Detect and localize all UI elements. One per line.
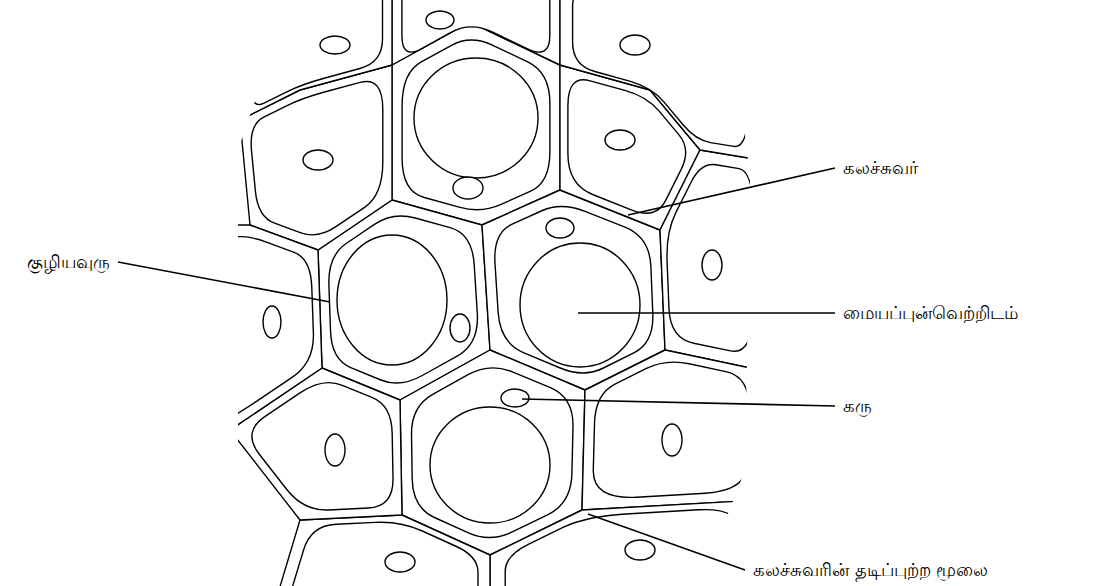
wall-inner-edge <box>573 0 749 147</box>
wall-inner-edge <box>411 368 573 538</box>
wall-inner-edge <box>402 0 550 52</box>
part-label: கலச்சுவரின் தடிப்புற்ற மூலை <box>753 559 988 582</box>
leader-line <box>578 312 835 314</box>
vacuole <box>430 407 550 523</box>
leader-line <box>628 168 835 215</box>
nucleus <box>625 540 655 560</box>
nucleus <box>501 389 529 407</box>
wall-inner-edge <box>251 81 383 234</box>
part-label: குழியவுரு <box>27 251 110 274</box>
wall-inner-edge <box>593 362 749 497</box>
wall-inner-edge <box>495 207 653 373</box>
wall-inner-edge <box>329 216 478 383</box>
nucleus <box>546 218 574 238</box>
nucleus <box>605 130 635 150</box>
wall-inner-edge <box>505 510 743 586</box>
leader-line <box>588 514 745 570</box>
nucleus <box>453 177 483 199</box>
leader-line <box>118 262 330 302</box>
wall-inner-edge <box>291 522 478 586</box>
wall-inner-edge <box>667 164 754 351</box>
nucleus <box>385 552 415 572</box>
cell-group <box>215 0 760 586</box>
wall-inner-edge <box>249 0 383 105</box>
nucleus <box>702 250 722 280</box>
part-label: மையப்புன்வெற்றிடம் <box>843 302 1018 325</box>
wall-inner-edge <box>402 40 550 210</box>
cell-wall <box>582 350 760 510</box>
nucleus <box>263 306 281 338</box>
nucleus <box>426 11 454 29</box>
wall-inner-edge <box>252 383 393 510</box>
vacuole <box>520 243 640 367</box>
wall-inner-edge <box>220 237 313 417</box>
vacuole <box>414 58 538 178</box>
vacuole <box>337 235 447 365</box>
nucleus <box>325 434 345 466</box>
nucleus <box>303 150 333 170</box>
leader-line <box>522 399 835 406</box>
part-label: கலச்சுவர் <box>843 157 918 180</box>
nucleus <box>662 424 682 456</box>
nucleus <box>320 36 350 54</box>
nucleus <box>450 314 470 342</box>
nucleus <box>620 35 650 55</box>
part-label: கரு <box>843 395 872 418</box>
